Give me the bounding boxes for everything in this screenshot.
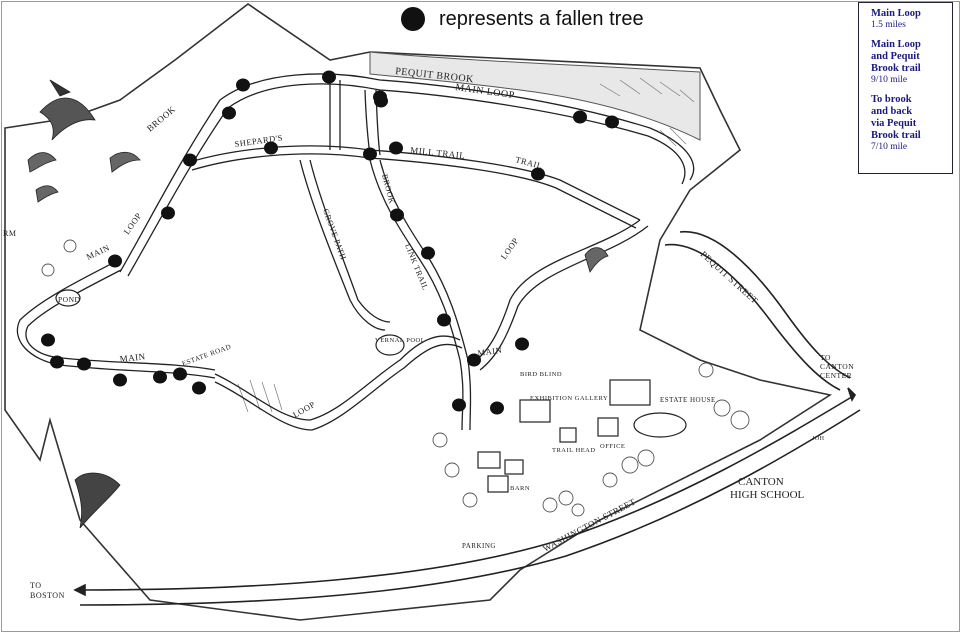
label-brook-mid: BROOK (380, 173, 397, 205)
fallen-tree-key-icon (401, 7, 425, 31)
fallen-tree-marker (264, 141, 278, 155)
tree-symbols (41, 239, 750, 517)
fallen-tree-marker (490, 401, 504, 415)
fallen-tree-marker (50, 355, 64, 369)
fallen-tree-marker (363, 147, 377, 161)
fallen-tree-key-text: represents a fallen tree (439, 7, 644, 30)
pequit-brook (369, 51, 701, 141)
fallen-tree-marker (236, 78, 250, 92)
label-pond: POND (58, 295, 81, 304)
fallen-tree-marker (389, 141, 403, 155)
label-vernal-pool: VERNAL POOL (375, 337, 425, 344)
fallen-tree-marker (77, 357, 91, 371)
label-main-left: MAIN (85, 242, 112, 261)
label-pequit-street: PEQUIT STREET (699, 249, 760, 306)
label-main-right: MAIN (477, 345, 503, 358)
fallen-tree-marker (467, 353, 481, 367)
label-washington-street: WASHINGTON STREET (541, 496, 637, 553)
label-canton-high-school-line2: HIGH SCHOOL (730, 489, 805, 501)
route-legend: Main Loop 1.5 miles Main Loop and Pequit… (858, 2, 953, 174)
fallen-tree-marker (41, 333, 55, 347)
fallen-tree-marker (153, 370, 167, 384)
fallen-tree-marker (161, 206, 175, 220)
fallen-tree-marker (437, 313, 451, 327)
legend-route-1-name: Main Loop and Pequit Brook trail (871, 39, 921, 74)
label-canton-high-school-line1: CANTON (738, 476, 784, 488)
fallen-tree-marker (421, 246, 435, 260)
fallen-tree-marker (452, 398, 466, 412)
label-barn: BARN (510, 485, 530, 492)
label-brook-left: BROOK (145, 104, 177, 134)
legend-route-1-distance: 9/10 mile (871, 75, 908, 85)
fallen-tree-marker (374, 94, 388, 108)
label-to-boston: TO BOSTON (30, 581, 65, 600)
fallen-tree-marker (113, 373, 127, 387)
label-parking: PARKING (462, 542, 496, 550)
bird-illustrations (27, 79, 609, 529)
fallen-tree-marker (531, 167, 545, 181)
label-loop-right: LOOP (498, 236, 520, 262)
legend-route-2-name: To brook and back via Pequit Brook trail (871, 94, 921, 141)
label-loop-bottom: LOOP (291, 399, 317, 420)
fallen-tree-marker (222, 106, 236, 120)
roads (73, 231, 861, 606)
property-boundary (4, 3, 833, 621)
label-office: OFFICE (600, 443, 625, 450)
fallen-tree-marker (515, 337, 529, 351)
label-grove-path: GROVE PATH (321, 208, 348, 262)
label-artist-initials: JOH (812, 436, 825, 442)
label-canton-high-school: CANTON HIGH SCHOOL (730, 476, 805, 501)
label-exhibition-gallery: EXHIBITION GALLERY (530, 395, 608, 402)
fallen-tree-marker (390, 208, 404, 222)
label-to-canton-center: TO CANTON CENTER (820, 353, 857, 380)
label-trail-head: TRAIL HEAD (552, 447, 596, 454)
label-main-bottom: MAIN (119, 351, 146, 364)
label-mill-trail: MILL TRAIL (410, 145, 466, 161)
fallen-tree-marker (605, 115, 619, 129)
fallen-tree-marker (192, 381, 206, 395)
label-estate-road: ESTATE ROAD (181, 343, 232, 368)
fallen-tree-marker (183, 153, 197, 167)
legend-route-0-distance: 1.5 miles (871, 20, 906, 30)
fallen-tree-markers (41, 70, 619, 415)
map-key: represents a fallen tree (401, 7, 644, 31)
woods-hatching (237, 77, 695, 413)
buildings (55, 289, 687, 493)
label-estate-house: ESTATE HOUSE (660, 396, 716, 404)
fallen-tree-marker (108, 254, 122, 268)
fallen-tree-marker (173, 367, 187, 381)
label-bird-blind: BIRD BLIND (520, 371, 562, 378)
legend-route-0-name: Main Loop (871, 8, 921, 19)
label-rm: RM (3, 229, 16, 238)
fallen-tree-marker (573, 110, 587, 124)
fallen-tree-marker (322, 70, 336, 84)
label-loop-left: LOOP (121, 211, 143, 237)
legend-route-2-distance: 7/10 mile (871, 142, 908, 152)
